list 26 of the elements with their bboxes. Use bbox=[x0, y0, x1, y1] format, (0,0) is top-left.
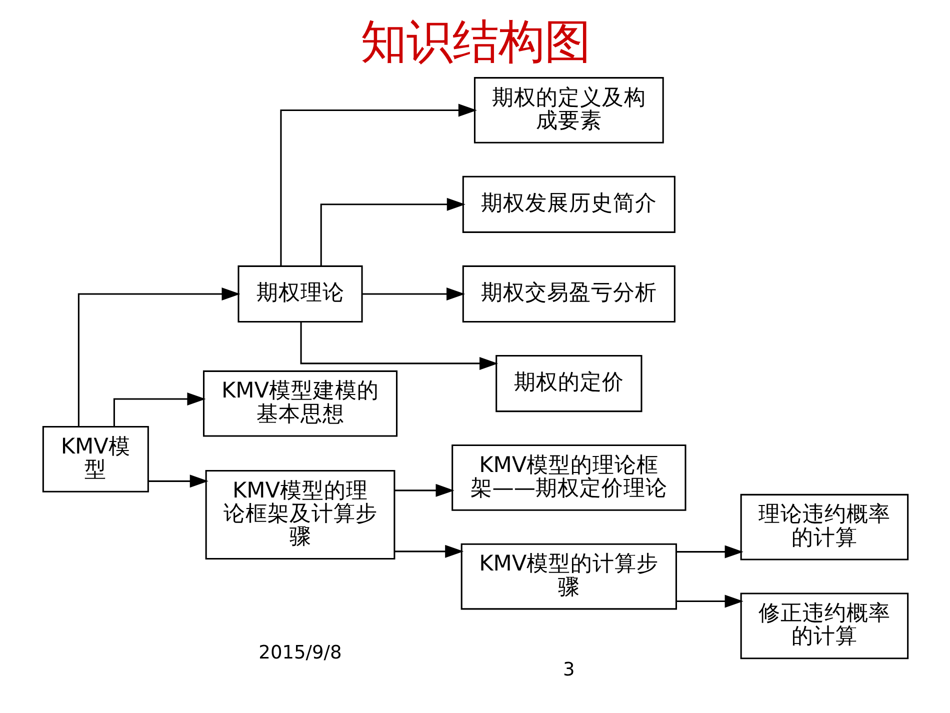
label: 2015/9/8 bbox=[258, 642, 342, 664]
arrow bbox=[394, 544, 464, 558]
arrow bbox=[320, 198, 465, 266]
arrow bbox=[300, 322, 498, 370]
node-box: KMV模型的理论框架——期权定价理论 bbox=[451, 444, 686, 511]
arrow bbox=[362, 287, 465, 300]
node-box: 期权的定义及构成要素 bbox=[473, 77, 664, 144]
arrow bbox=[148, 474, 208, 488]
arrow bbox=[77, 287, 240, 427]
arrow bbox=[280, 104, 476, 266]
node-box: KMV模型的理论框架及计算步骤 bbox=[204, 470, 395, 560]
node-box: 修正违约概率的计算 bbox=[740, 592, 908, 660]
arrow bbox=[676, 594, 743, 608]
arrow bbox=[112, 392, 206, 426]
arrow bbox=[676, 545, 743, 558]
node-box: 期权交易盈亏分析 bbox=[462, 265, 675, 323]
node-box: 期权发展历史简介 bbox=[462, 176, 675, 233]
node-box: 期权理论 bbox=[237, 265, 362, 323]
diagram-title: 知识结构图 bbox=[360, 14, 590, 69]
node-box: KMV模型 bbox=[42, 426, 148, 492]
node-box: KMV模型建模的基本思想 bbox=[202, 370, 398, 437]
node-box: 期权的定价 bbox=[495, 354, 642, 412]
node-box: KMV模型的计算步骤 bbox=[460, 543, 676, 610]
label: 3 bbox=[562, 659, 574, 680]
node-box: 理论违约概率的计算 bbox=[740, 494, 908, 560]
arrow bbox=[394, 484, 454, 497]
